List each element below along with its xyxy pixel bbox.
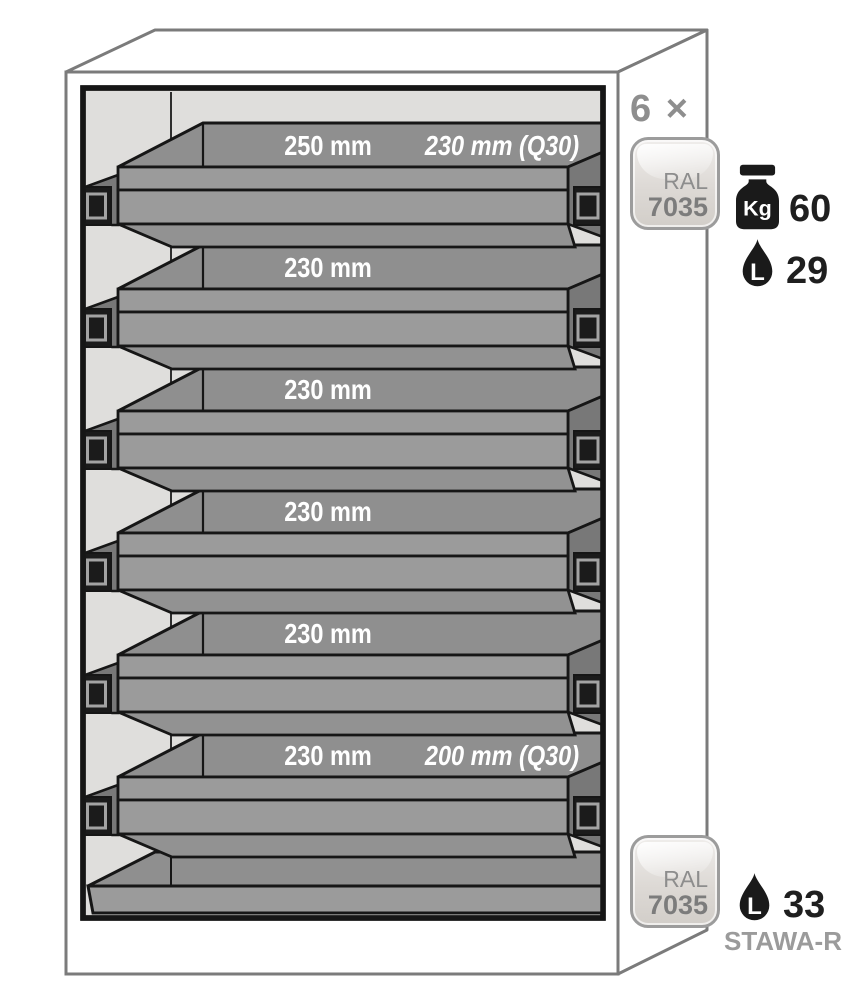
- tray-left-connector-socket: [86, 680, 107, 708]
- tray-right-connector-socket: [576, 802, 600, 830]
- tray-count-label: 6 ×: [630, 88, 690, 130]
- tray-front-upper: [116, 165, 570, 192]
- tray-right-connector-socket: [576, 436, 600, 464]
- tray-bottom-edge: [117, 344, 577, 371]
- tray-left-connector-socket: [86, 558, 107, 586]
- pullout-tray-3: 230 mm: [82, 365, 605, 493]
- pullout-tray-6: 230 mm 200 mm (Q30): [82, 731, 605, 859]
- pullout-tray-2: 230 mm: [82, 243, 605, 371]
- tray-right-connector-socket: [576, 558, 600, 586]
- liter-drop-icon: L: [742, 239, 773, 287]
- ral-code: 7035: [647, 889, 708, 920]
- sump-volume-spec: L 33: [736, 872, 825, 926]
- tray-front-upper: [116, 287, 570, 314]
- cabinet-interior-frame: [80, 85, 606, 921]
- tray-depth-label: 230 mm: [284, 619, 372, 649]
- tray-q30-depth-label: 230 mm (Q30): [424, 131, 579, 161]
- ral-7035-badge-top: RAL 7035: [630, 137, 720, 230]
- tray-bottom-edge: [117, 466, 577, 493]
- tray-left-connector-socket: [86, 192, 107, 220]
- tray-front-upper: [116, 775, 570, 802]
- tray-front-lower: [116, 798, 570, 836]
- tray-left-connector-socket: [86, 314, 107, 342]
- cabinet-top-face: [64, 28, 709, 74]
- tray-volume-spec: L 29: [739, 238, 828, 292]
- sump-volume-value: 33: [783, 884, 826, 927]
- tray-right-connector-socket: [576, 680, 600, 708]
- tray-front-lower: [116, 310, 570, 348]
- max-load-value: 60: [789, 188, 832, 231]
- stawa-r-label: STAWA-R: [724, 926, 842, 956]
- ral-label: RAL: [663, 167, 708, 194]
- kg-unit-label: Kg: [743, 197, 772, 221]
- tray-depth-label: 230 mm: [284, 741, 372, 771]
- ral-code: 7035: [647, 191, 708, 222]
- tray-bottom-edge: [117, 588, 577, 615]
- liter-unit-label: L: [747, 893, 762, 920]
- tray-front-lower: [116, 676, 570, 714]
- liter-unit-label: L: [750, 259, 765, 286]
- sump-tray: [86, 850, 605, 915]
- tray-front-lower: [116, 188, 570, 226]
- tray-depth-label: 250 mm: [284, 131, 372, 161]
- tray-volume-value: 29: [786, 250, 829, 293]
- tray-left-connector-socket: [86, 802, 107, 830]
- pullout-tray-1: 250 mm 230 mm (Q30): [82, 121, 605, 249]
- tray-front-upper: [116, 409, 570, 436]
- tray-front-lower: [116, 554, 570, 592]
- tray-right-connector-socket: [576, 314, 600, 342]
- sump-tray-front: [86, 884, 605, 915]
- pullout-tray-5: 230 mm: [82, 609, 605, 737]
- tray-bottom-edge: [117, 832, 577, 859]
- tray-bottom-edge: [117, 222, 577, 249]
- ral-7035-badge-bottom: RAL 7035: [630, 835, 720, 928]
- max-load-spec: Kg 60: [736, 164, 831, 230]
- liter-drop-icon: L: [739, 873, 770, 921]
- tray-left-connector-socket: [86, 436, 107, 464]
- ral-label: RAL: [663, 865, 708, 892]
- tray-front-upper: [116, 653, 570, 680]
- tray-q30-depth-label: 200 mm (Q30): [424, 741, 579, 771]
- tray-bottom-edge: [117, 710, 577, 737]
- tray-depth-label: 230 mm: [284, 253, 372, 283]
- tray-depth-label: 230 mm: [284, 375, 372, 405]
- tray-front-lower: [116, 432, 570, 470]
- tray-front-upper: [116, 531, 570, 558]
- kg-weight-icon: Kg: [736, 164, 779, 230]
- tray-depth-label: 230 mm: [284, 497, 372, 527]
- tray-right-connector-socket: [576, 192, 600, 220]
